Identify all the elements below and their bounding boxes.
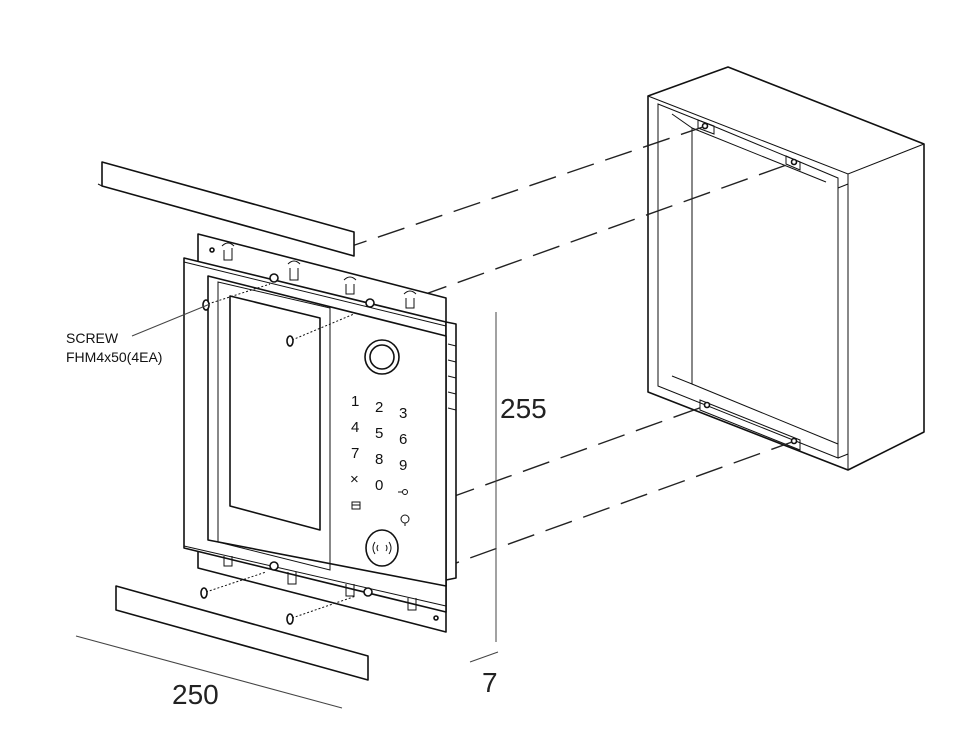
frame-hole-3 (269, 561, 279, 571)
frame-rail-bottom (183, 545, 447, 607)
frame-pin-2 (433, 615, 439, 621)
display-screen (229, 295, 321, 531)
callout-label-line2: FHM4x50(4EA) (66, 349, 162, 365)
back-box-outline (647, 66, 925, 471)
box-screw-hole-4 (790, 437, 798, 445)
side-button-4 (447, 391, 457, 395)
top-trim-face (101, 161, 355, 257)
back-box-inner-edge-bottom (691, 383, 839, 445)
bell-icon (400, 514, 410, 526)
calendar-icon (351, 501, 361, 510)
frame-hook-8 (407, 598, 417, 611)
frame-rail-top (183, 261, 447, 327)
side-button-5 (447, 407, 457, 411)
screws (200, 283, 357, 625)
key-1: 1 (351, 393, 359, 410)
key-6: 6 (399, 431, 407, 448)
frame-pin-1 (209, 247, 215, 253)
screw-callout: SCREW FHM4x50(4EA) (66, 303, 211, 365)
screw-3 (200, 571, 267, 599)
frame-hook-2 (287, 260, 301, 281)
alignment-line-4 (394, 441, 793, 586)
key-7: 7 (351, 445, 359, 462)
key-8: 8 (375, 451, 383, 468)
key-9: 9 (399, 457, 407, 474)
side-button-2 (447, 359, 457, 363)
display-bezel (217, 281, 331, 571)
key-icon (398, 489, 408, 495)
back-box-inner-edge-top (691, 127, 827, 183)
key-cancel: × (350, 471, 359, 488)
top-trim-edge (97, 183, 103, 187)
back-box-lip-top (837, 183, 849, 189)
nfc-icon (372, 541, 392, 555)
side-button-1 (447, 343, 457, 347)
frame-hook-6 (287, 572, 297, 585)
depth-dimension-line (469, 651, 499, 663)
alignment-line-1 (339, 126, 704, 251)
box-bracket-bottom (699, 399, 801, 451)
key-5: 5 (375, 425, 383, 442)
back-box-lip-bottom (837, 453, 849, 459)
camera-lens-inner (369, 344, 395, 370)
frame-hook-4 (403, 290, 417, 309)
width-dimension-line (75, 635, 343, 709)
rfid-reader-ring (365, 529, 399, 567)
back-box (647, 66, 925, 471)
frame-hole-1 (269, 273, 279, 283)
back-box-inner-wall-left (671, 113, 693, 385)
frame-hook-7 (345, 584, 355, 597)
back-box-opening (657, 103, 839, 459)
box-screw-hole-2 (790, 158, 798, 166)
frame-hook-5 (223, 556, 233, 567)
frame-hole-2 (365, 298, 375, 308)
key-2: 2 (375, 399, 383, 416)
frame-hook-3 (343, 276, 357, 295)
box-screw-hole-3 (703, 401, 711, 409)
alignment-line-2 (419, 162, 793, 297)
screw-1 (202, 283, 271, 311)
key-0: 0 (375, 477, 383, 494)
callout-label-line1: SCREW (66, 330, 119, 346)
bottom-trim-face (115, 585, 369, 681)
side-button-3 (447, 375, 457, 379)
intercom-device: 1 2 3 4 5 6 7 8 9 × 0 (207, 275, 457, 587)
height-dimension-label: 255 (500, 393, 547, 424)
frame-hook-1 (221, 242, 235, 261)
alignment-line-3 (409, 405, 706, 513)
screw-4 (286, 595, 357, 625)
dimensions: 255 250 7 (75, 312, 547, 710)
top-trim-strip (97, 161, 355, 257)
callout-leader (131, 303, 211, 337)
depth-dimension-label: 7 (482, 667, 498, 698)
screw-2 (286, 313, 355, 347)
bottom-trim-strip (115, 585, 369, 681)
alignment-lines (339, 126, 793, 586)
box-screw-hole-1 (701, 122, 709, 130)
keypad: 1 2 3 4 5 6 7 8 9 × 0 (350, 393, 410, 526)
frame-hole-4 (363, 587, 373, 597)
key-4: 4 (351, 419, 359, 436)
width-dimension-label: 250 (172, 679, 219, 710)
key-3: 3 (399, 405, 407, 422)
rfid-reader (365, 529, 399, 567)
box-bracket-top-left (697, 119, 715, 135)
